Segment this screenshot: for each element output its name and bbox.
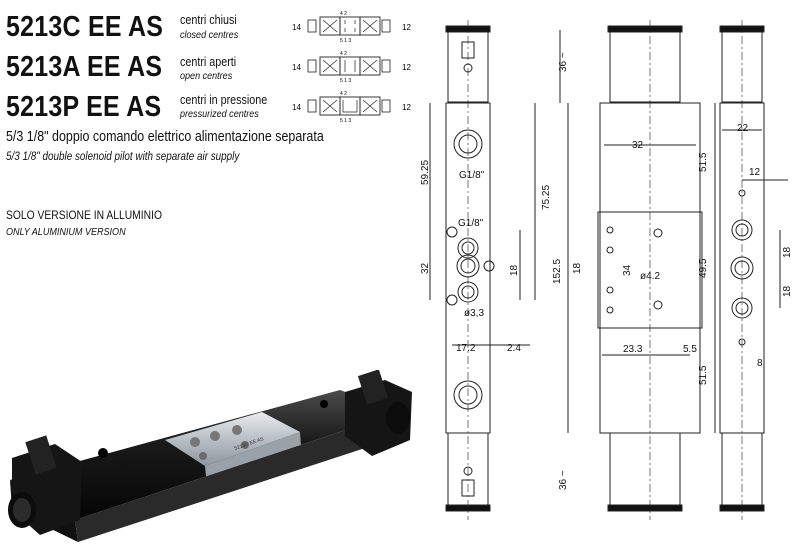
- model-code-open: 5213A EE AS: [6, 51, 163, 83]
- dim-hole-42: ø4.2: [640, 271, 660, 282]
- dim-side-22: 22: [737, 123, 749, 134]
- ports-top-label: 4 2: [340, 91, 347, 97]
- dim-mid-233: 23.3: [623, 344, 643, 355]
- dim-mid-515-top: 51.5: [698, 152, 709, 172]
- model-code-pressurized: 5213P EE AS: [6, 91, 162, 123]
- model-code-closed: 5213C EE AS: [6, 11, 164, 43]
- label-pressurized-en: pressurized centres: [180, 108, 259, 120]
- label-closed-en: closed centres: [180, 29, 239, 41]
- label-closed-it: centri chiusi: [180, 13, 237, 27]
- description-it: 5/3 1/8" doppio comando elettrico alimen…: [6, 129, 324, 145]
- dim-g-side: G1/8": [458, 218, 484, 229]
- description-en: 5/3 1/8" double solenoid pilot with sepa…: [6, 151, 240, 163]
- label-open-en: open centres: [180, 70, 233, 82]
- port-12-label: 12: [402, 23, 411, 32]
- middle-view: [567, 20, 716, 520]
- label-pressurized-it: centri in pressione: [180, 93, 268, 107]
- dim-hole-33: ø3,3: [464, 308, 484, 319]
- port-14-label: 14: [292, 23, 301, 32]
- dim-mid-18: 18: [572, 262, 583, 274]
- dim-g-upper: G1/8": [459, 170, 485, 181]
- dim-mid-515-bottom: 51.5: [698, 365, 709, 385]
- valve-symbol-1: 14 12 4 2 5 1 3: [292, 51, 411, 84]
- ports-top-label: 4 2: [340, 11, 347, 17]
- dim-front-172: 17.2: [456, 343, 476, 354]
- dim-mid-34: 34: [622, 264, 633, 276]
- dim-mid-1525: 152.5: [552, 259, 563, 284]
- port-12-label: 12: [402, 63, 411, 72]
- ports-bottom-label: 5 1 3: [340, 78, 351, 84]
- port-12-label: 12: [402, 103, 411, 112]
- valve-symbol-0: 14 12 4 2 5 1 3: [292, 11, 411, 44]
- dim-side-18a: 18: [782, 246, 793, 258]
- side-view: [719, 20, 788, 520]
- port-14-label: 14: [292, 63, 301, 72]
- port-14-label: 14: [292, 103, 301, 112]
- ports-bottom-label: 5 1 3: [340, 118, 351, 124]
- dim-side-12: 12: [749, 167, 761, 178]
- valve-symbol-2: 14 12 4 2 5 1 3: [292, 91, 411, 124]
- dim-front-18: 18: [509, 264, 520, 276]
- product-photo: 5213C EE AS: [8, 370, 412, 542]
- version-it: SOLO VERSIONE IN ALLUMINIO: [6, 208, 162, 222]
- dim-front-59: 59.25: [420, 160, 431, 185]
- dim-side-8: 8: [757, 358, 763, 369]
- valve-symbols: 14 12 4 2 5 1 3 14 12 4 2 5 1 3 14 12 4 2 5 1 3: [292, 11, 411, 124]
- label-open-it: centri aperti: [180, 55, 237, 69]
- dim-front-32: 32: [420, 262, 431, 274]
- dim-front-24: 2.4: [507, 343, 521, 354]
- ports-top-label: 4 2: [340, 51, 347, 57]
- version-en: ONLY ALUMINIUM VERSION: [6, 226, 126, 238]
- dim-coil-bottom: 36 ~: [558, 470, 569, 490]
- dim-coil-top: 36 ~: [558, 52, 569, 72]
- valve-photo: 5213C EE AS: [8, 370, 412, 542]
- ports-bottom-label: 5 1 3: [340, 38, 351, 44]
- valve-symbol-rows: 14 12 4 2 5 1 3 14 12 4 2 5 1 3 14 12 4 2 5 1 3: [292, 11, 411, 124]
- dim-side-18b: 18: [782, 285, 793, 297]
- dim-mid-55: 5.5: [683, 344, 697, 355]
- dim-mid-495: 49.5: [698, 258, 709, 278]
- dim-front-75: 75.25: [541, 185, 552, 210]
- front-view: [429, 20, 561, 520]
- dim-mid-32: 32: [632, 140, 644, 151]
